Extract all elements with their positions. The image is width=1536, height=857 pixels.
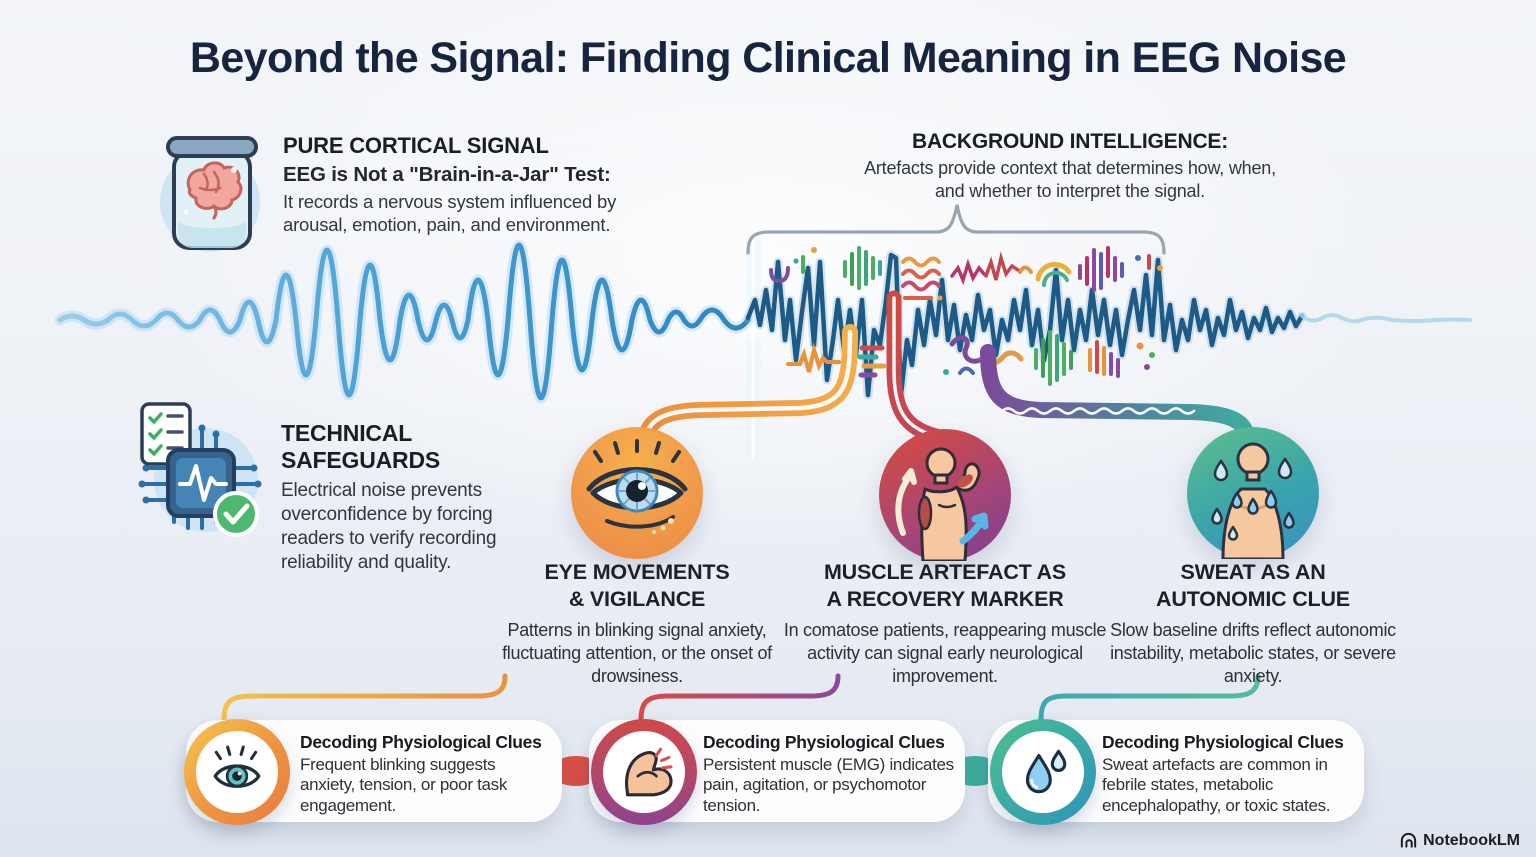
pure-cortical-signal-section: PURE CORTICAL SIGNAL EEG is Not a "Brain… bbox=[283, 133, 655, 237]
flexing-person-illustration bbox=[879, 429, 1011, 561]
eye-column: EYE MOVEMENTS & VIGILANCE Patterns in bl… bbox=[472, 559, 802, 687]
sweat-body: Slow baseline drifts reflect autonomic i… bbox=[1110, 620, 1396, 686]
connector-sweat bbox=[980, 344, 1255, 444]
pure-cortical-signal-subheading: EEG is Not a "Brain-in-a-Jar" Test: bbox=[283, 163, 611, 186]
water-drops-icon bbox=[990, 719, 1096, 825]
bicep-icon bbox=[591, 719, 697, 825]
pure-cortical-signal-heading: PURE CORTICAL SIGNAL bbox=[283, 133, 549, 158]
muscle-heading-line1: MUSCLE ARTEFACT AS bbox=[823, 560, 1067, 584]
card-connector-1 bbox=[221, 673, 508, 723]
connector-eye bbox=[638, 324, 858, 444]
card-2-body: Persistent muscle (EMG) indicates pain, … bbox=[703, 755, 954, 815]
sweat-column: SWEAT AS AN AUTONOMIC CLUE Slow baseline… bbox=[1088, 559, 1418, 687]
card-connector-2 bbox=[638, 673, 841, 723]
signal-divider bbox=[735, 232, 771, 460]
muscle-heading-line2: A RECOVERY MARKER bbox=[826, 586, 1064, 611]
brain-in-jar-icon bbox=[152, 126, 274, 265]
page-title: Beyond the Signal: Finding Clinical Mean… bbox=[189, 34, 1347, 82]
brace bbox=[746, 204, 1166, 255]
background-intelligence-section: BACKGROUND INTELLIGENCE: Artefacts provi… bbox=[858, 130, 1282, 203]
eye-heading-line1: EYE MOVEMENTS bbox=[544, 560, 730, 584]
muscle-body: In comatose patients, reappearing muscle… bbox=[783, 620, 1107, 686]
technical-safeguards-section: TECHNICAL SAFEGUARDS Electrical noise pr… bbox=[281, 420, 533, 576]
background-intelligence-heading: BACKGROUND INTELLIGENCE: bbox=[911, 130, 1229, 153]
eye-heading-line2: & VIGILANCE bbox=[568, 586, 706, 611]
background-intelligence-body: Artefacts provide context that determine… bbox=[864, 158, 1276, 201]
technical-safeguards-heading: TECHNICAL SAFEGUARDS bbox=[281, 420, 441, 473]
notebooklm-logo bbox=[1400, 832, 1417, 848]
eye-body: Patterns in blinking signal anxiety, flu… bbox=[502, 620, 772, 686]
card-connector-3 bbox=[1038, 673, 1261, 723]
sweating-person-illustration bbox=[1187, 427, 1319, 559]
muscle-column: MUSCLE ARTEFACT AS A RECOVERY MARKER In … bbox=[780, 559, 1110, 687]
card-1-title: Decoding Physiological Clues bbox=[300, 732, 542, 752]
sweat-heading-line1: SWEAT AS AN bbox=[1180, 560, 1326, 584]
eeg-clean-wave bbox=[54, 239, 754, 404]
card-3-body: Sweat artefacts are common in febrile st… bbox=[1102, 755, 1331, 815]
eeg-noisy-wave bbox=[743, 250, 1472, 400]
artifact-glyphs bbox=[769, 246, 1163, 386]
technical-safeguards-body: Electrical noise prevents overconfidence… bbox=[281, 480, 497, 574]
eye-icon bbox=[184, 719, 290, 825]
chip-checklist-icon bbox=[128, 396, 272, 551]
brand-footer: NotebookLM bbox=[1399, 831, 1520, 850]
brand-name: NotebookLM bbox=[1423, 831, 1520, 849]
sweat-heading-line2: AUTONOMIC CLUE bbox=[1156, 586, 1350, 611]
card-3-title: Decoding Physiological Clues bbox=[1102, 732, 1344, 752]
pure-cortical-signal-body: It records a nervous system influenced b… bbox=[283, 191, 617, 236]
card-1-body: Frequent blinking suggests anxiety, tens… bbox=[300, 755, 508, 815]
card-2-title: Decoding Physiological Clues bbox=[703, 732, 945, 752]
eye-illustration bbox=[571, 427, 703, 559]
